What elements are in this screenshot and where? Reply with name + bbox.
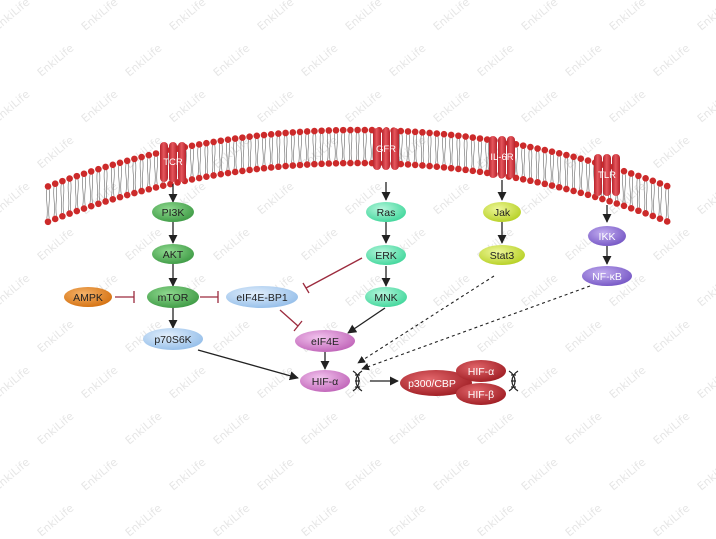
- transcription-complex: p300/CBP HIF-α HIF-β: [400, 360, 506, 405]
- receptor-gfr-label: GFR: [376, 144, 396, 155]
- indirect-arrows: [357, 275, 591, 371]
- node-erk: ERK: [366, 245, 406, 265]
- node-jak: Jak: [483, 202, 521, 222]
- node-erk-label: ERK: [375, 250, 397, 262]
- node-p70s6k-label: p70S6K: [154, 334, 191, 346]
- receptor-tlr-label: TLR: [598, 170, 616, 181]
- node-eif4ebp1-label: eIF4E-BP1: [236, 292, 288, 304]
- receptor-tcr: TCR: [160, 142, 186, 182]
- inhibit-erk-eif4ebp1: [305, 257, 363, 289]
- inhibition-lines: [115, 257, 363, 332]
- receptor-gfr: GFR: [373, 128, 399, 170]
- receptor-tlr: TLR: [594, 154, 620, 196]
- receptor-tcr-label: TCR: [163, 157, 183, 168]
- hif-beta-shape: [456, 383, 506, 405]
- node-mnk: MNK: [365, 287, 407, 307]
- dna-helix-icon: [352, 370, 363, 392]
- node-pi3k: PI3K: [152, 202, 194, 222]
- activation-arrows: [168, 180, 612, 386]
- node-eif4e-label: eIF4E: [311, 336, 339, 348]
- node-hifb-label: HIF-β: [468, 389, 494, 401]
- node-ras: Ras: [366, 202, 406, 222]
- node-p70s6k: p70S6K: [143, 328, 203, 350]
- node-mnk-label: MNK: [374, 292, 397, 304]
- node-mtor: mTOR: [147, 286, 199, 308]
- node-akt: AKT: [152, 244, 194, 264]
- node-ampk-label: AMPK: [73, 292, 103, 304]
- node-nfkb: NF-κB: [582, 266, 632, 286]
- node-ampk: AMPK: [64, 287, 112, 307]
- arrow-stat3-hifa-dashed: [357, 275, 495, 364]
- arrow-p70s6k-hifa: [197, 349, 299, 381]
- node-eif4ebp1: eIF4E-BP1: [226, 286, 298, 308]
- node-eif4e: eIF4E: [295, 330, 355, 352]
- node-ras-label: Ras: [377, 207, 396, 219]
- arrow-mnk-eif4e: [347, 307, 386, 334]
- p300-cbp-shape: [400, 370, 472, 396]
- node-ikk: IKK: [588, 226, 626, 246]
- inhibit-eif4ebp1-eif4e: [279, 309, 299, 327]
- node-stat3: Stat3: [479, 245, 525, 265]
- receptor-il6r: IL-6R: [489, 136, 515, 178]
- node-akt-label: AKT: [163, 249, 184, 261]
- cell-membrane: [44, 126, 671, 226]
- node-hifa: HIF-α: [300, 370, 350, 392]
- node-hifa2-label: HIF-α: [468, 366, 494, 378]
- dna-helix-icon-right: [508, 370, 519, 392]
- node-stat3-label: Stat3: [490, 250, 515, 262]
- node-pi3k-label: PI3K: [162, 207, 185, 219]
- node-jak-label: Jak: [494, 207, 511, 219]
- node-ikk-label: IKK: [599, 231, 616, 243]
- hif-alpha-shape: [456, 360, 506, 382]
- arrow-nfkb-hifa-dashed: [361, 285, 591, 371]
- node-p300-label: p300/CBP: [408, 378, 456, 390]
- node-hifa-label: HIF-α: [312, 376, 338, 388]
- receptor-il6r-label: IL-6R: [490, 152, 513, 163]
- node-nfkb-label: NF-κB: [592, 271, 622, 283]
- node-mtor-label: mTOR: [158, 292, 189, 304]
